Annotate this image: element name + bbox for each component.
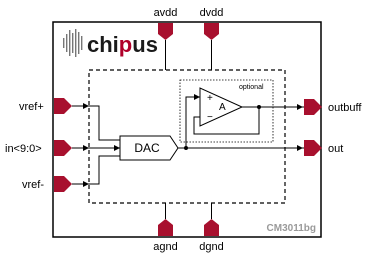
pin-in-bus-marker — [54, 140, 72, 156]
dac-label: DAC — [134, 141, 160, 155]
pin-vref-minus: vref- — [22, 176, 89, 192]
pin-vref-plus: vref+ — [19, 98, 89, 114]
pin-agnd-marker — [158, 219, 173, 236]
sound-wave-icon — [63, 29, 83, 57]
pin-vref-minus-label: vref- — [22, 179, 44, 191]
pin-out: out — [304, 140, 343, 156]
logo-suffix: us — [132, 32, 158, 57]
optional-label: optional — [239, 84, 264, 91]
pin-agnd-label: agnd — [153, 241, 177, 253]
dac-block: DAC — [119, 135, 179, 161]
pin-avdd-label: avdd — [154, 7, 178, 19]
wire-vref-minus — [89, 155, 120, 185]
pin-avdd: avdd — [154, 7, 178, 40]
pin-dvdd-marker — [204, 23, 219, 40]
pin-dgnd-label: dgnd — [199, 241, 223, 253]
pin-dvdd: dvdd — [200, 7, 224, 70]
wire-vref-plus — [89, 105, 120, 141]
logo-highlight: p — [119, 32, 132, 57]
pin-agnd: agnd — [153, 203, 178, 253]
pin-outbuff: outbuff — [304, 99, 362, 115]
pin-outbuff-label: outbuff — [328, 102, 362, 114]
pin-avdd-marker — [158, 23, 173, 40]
wire-feedback — [193, 107, 260, 135]
part-number: CM3011bg — [267, 223, 316, 234]
pin-dgnd: dgnd — [199, 203, 224, 253]
pin-vref-minus-marker — [54, 176, 72, 192]
logo-prefix: chi — [87, 32, 119, 57]
amp-minus-label: − — [207, 112, 213, 123]
brand-logo: chipus — [87, 32, 158, 57]
chip-outline — [52, 21, 322, 238]
pin-out-label: out — [328, 143, 343, 155]
amp-plus-label: + — [207, 93, 213, 104]
pin-outbuff-marker — [304, 99, 322, 115]
pin-dvdd-label: dvdd — [200, 7, 224, 19]
optional-boundary — [179, 79, 274, 143]
core-boundary — [88, 69, 286, 204]
pin-dgnd-marker — [204, 219, 219, 236]
pin-in-bus-label: in<9:0> — [5, 143, 42, 155]
pin-vref-plus-label: vref+ — [19, 101, 44, 113]
amplifier-block: + − A — [199, 87, 244, 127]
pin-in-bus: in<9:0> — [5, 140, 89, 156]
pin-vref-plus-marker — [54, 98, 72, 114]
amp-label: A — [219, 102, 226, 113]
pin-out-marker — [304, 140, 322, 156]
